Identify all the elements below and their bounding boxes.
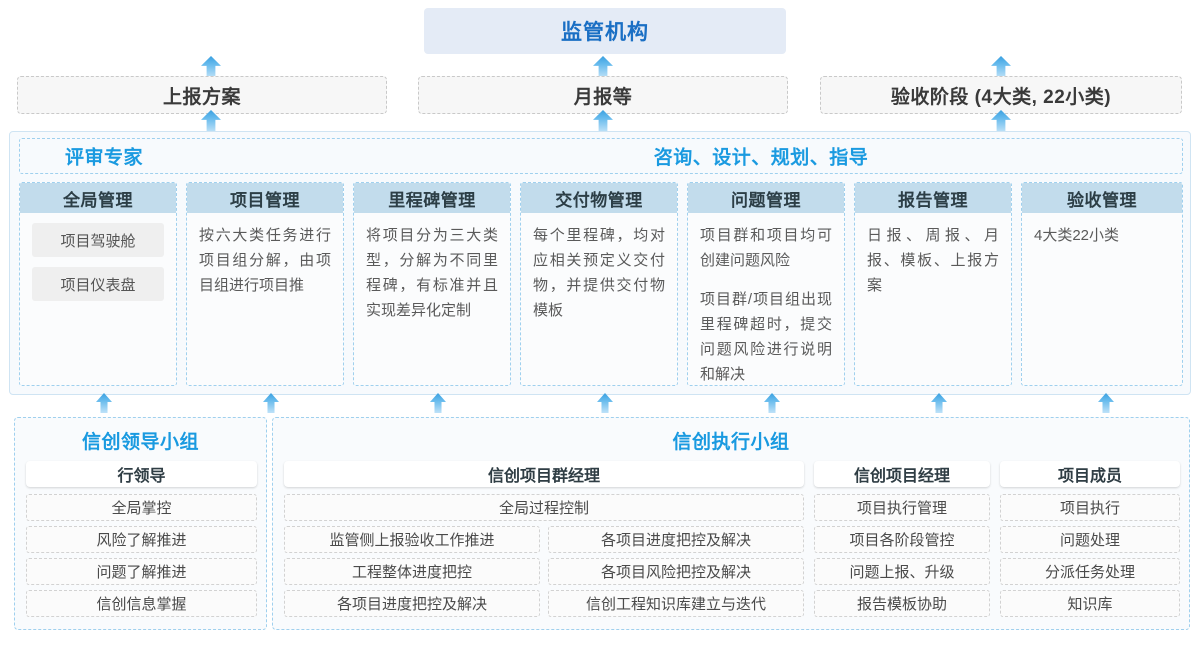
role-title: 项目成员	[1000, 461, 1180, 487]
column-title: 验收管理	[1022, 183, 1182, 213]
arrow-up-icon	[764, 393, 780, 413]
role-column-project-manager[interactable]: 信创项目经理 项目执行管理 项目各阶段管控 问题上报、升级 报告模板协助	[814, 461, 990, 617]
role-title: 信创项目经理	[814, 461, 990, 487]
arrow-up-icon	[991, 56, 1011, 78]
capability-column-project[interactable]: 项目管理 按六大类任务进行项目组分解，由项目组进行项目推	[186, 182, 344, 386]
arrow-up-icon	[201, 56, 221, 78]
report-box-acceptance: 验收阶段 (4大类, 22小类)	[820, 76, 1182, 114]
role-column-program-manager[interactable]: 信创项目群经理 全局过程控制 监管侧上报验收工作推进 工程整体进度把控 各项目进…	[284, 461, 804, 617]
report-box-monthly: 月报等	[418, 76, 788, 114]
leader-group-title: 信创领导小组	[81, 432, 199, 453]
column-paragraph: 日报、周报、月报、模板、上报方案	[867, 227, 999, 294]
role-duty[interactable]: 问题了解推进	[26, 558, 257, 585]
regulator-box: 监管机构	[424, 8, 786, 54]
review-expert-label: 评审专家	[65, 147, 144, 169]
arrow-up-icon	[1098, 393, 1114, 413]
column-paragraph: 将项目分为三大类型，分解为不同里程碑，有标准并且实现差异化定制	[366, 227, 498, 319]
arrow-up-icon	[931, 393, 947, 413]
role-duty[interactable]: 项目各阶段管控	[814, 526, 990, 553]
consulting-label: 咨询、设计、规划、指导	[653, 147, 869, 169]
role-duty[interactable]: 全局掌控	[26, 494, 257, 521]
capability-column-report[interactable]: 报告管理 日报、周报、月报、模板、上报方案	[854, 182, 1012, 386]
role-duty[interactable]: 信创工程知识库建立与迭代	[548, 590, 804, 617]
role-duty[interactable]: 监管侧上报验收工作推进	[284, 526, 540, 553]
role-duty[interactable]: 问题上报、升级	[814, 558, 990, 585]
role-duty[interactable]: 工程整体进度把控	[284, 558, 540, 585]
role-duty[interactable]: 信创信息掌握	[26, 590, 257, 617]
platform-capability-panel: 评审专家 咨询、设计、规划、指导 全局管理 项目驾驶舱 项目仪表盘 项目管理 按…	[9, 131, 1191, 395]
column-paragraph: 项目群/项目组出现里程碑超时，提交问题风险进行说明和解决	[700, 291, 832, 383]
role-duty[interactable]: 项目执行管理	[814, 494, 990, 521]
column-title: 问题管理	[688, 183, 844, 213]
role-duty[interactable]: 知识库	[1000, 590, 1180, 617]
capability-column-global[interactable]: 全局管理 项目驾驶舱 项目仪表盘	[19, 182, 177, 386]
column-title: 里程碑管理	[354, 183, 510, 213]
capability-column-issue[interactable]: 问题管理 项目群和项目均可创建问题风险 项目群/项目组出现里程碑超时，提交问题风…	[687, 182, 845, 386]
arrow-up-icon	[430, 393, 446, 413]
column-paragraph: 项目群和项目均可创建问题风险	[700, 227, 832, 269]
capability-pill[interactable]: 项目仪表盘	[32, 267, 164, 301]
arrow-up-icon	[593, 56, 613, 78]
role-duty[interactable]: 各项目进度把控及解决	[284, 590, 540, 617]
report-box-plan: 上报方案	[17, 76, 387, 114]
role-column-bank-leader[interactable]: 行领导 全局掌控 风险了解推进 问题了解推进 信创信息掌握	[26, 461, 257, 617]
capability-column-milestone[interactable]: 里程碑管理 将项目分为三大类型，分解为不同里程碑，有标准并且实现差异化定制	[353, 182, 511, 386]
arrow-up-icon	[263, 393, 279, 413]
column-title: 报告管理	[855, 183, 1011, 213]
arrow-up-icon	[96, 393, 112, 413]
column-paragraph: 按六大类任务进行项目组分解，由项目组进行项目推	[199, 227, 331, 294]
role-duty[interactable]: 全局过程控制	[284, 494, 804, 521]
column-title: 全局管理	[20, 183, 176, 213]
column-title: 项目管理	[187, 183, 343, 213]
role-column-project-member[interactable]: 项目成员 项目执行 问题处理 分派任务处理 知识库	[1000, 461, 1180, 617]
role-duty[interactable]: 报告模板协助	[814, 590, 990, 617]
role-duty[interactable]: 分派任务处理	[1000, 558, 1180, 585]
role-duty[interactable]: 各项目风险把控及解决	[548, 558, 804, 585]
middle-panel-header: 评审专家 咨询、设计、规划、指导	[19, 138, 1183, 174]
role-duty[interactable]: 各项目进度把控及解决	[548, 526, 804, 553]
column-paragraph: 4大类22小类	[1034, 227, 1120, 244]
role-duty[interactable]: 问题处理	[1000, 526, 1180, 553]
leader-group-panel: 信创领导小组 行领导 全局掌控 风险了解推进 问题了解推进 信创信息掌握	[14, 417, 267, 630]
arrow-up-icon	[597, 393, 613, 413]
role-title: 行领导	[26, 461, 257, 487]
capability-pill[interactable]: 项目驾驶舱	[32, 223, 164, 257]
role-title: 信创项目群经理	[284, 461, 804, 487]
role-duty[interactable]: 项目执行	[1000, 494, 1180, 521]
capability-column-deliverable[interactable]: 交付物管理 每个里程碑，均对应相关预定义交付物，并提供交付物模板	[520, 182, 678, 386]
exec-group-panel: 信创执行小组 信创项目群经理 全局过程控制 监管侧上报验收工作推进 工程整体进度…	[272, 417, 1190, 630]
exec-group-title: 信创执行小组	[672, 432, 790, 453]
column-title: 交付物管理	[521, 183, 677, 213]
column-paragraph: 每个里程碑，均对应相关预定义交付物，并提供交付物模板	[533, 227, 665, 319]
role-duty[interactable]: 风险了解推进	[26, 526, 257, 553]
capability-column-acceptance[interactable]: 验收管理 4大类22小类	[1021, 182, 1183, 386]
